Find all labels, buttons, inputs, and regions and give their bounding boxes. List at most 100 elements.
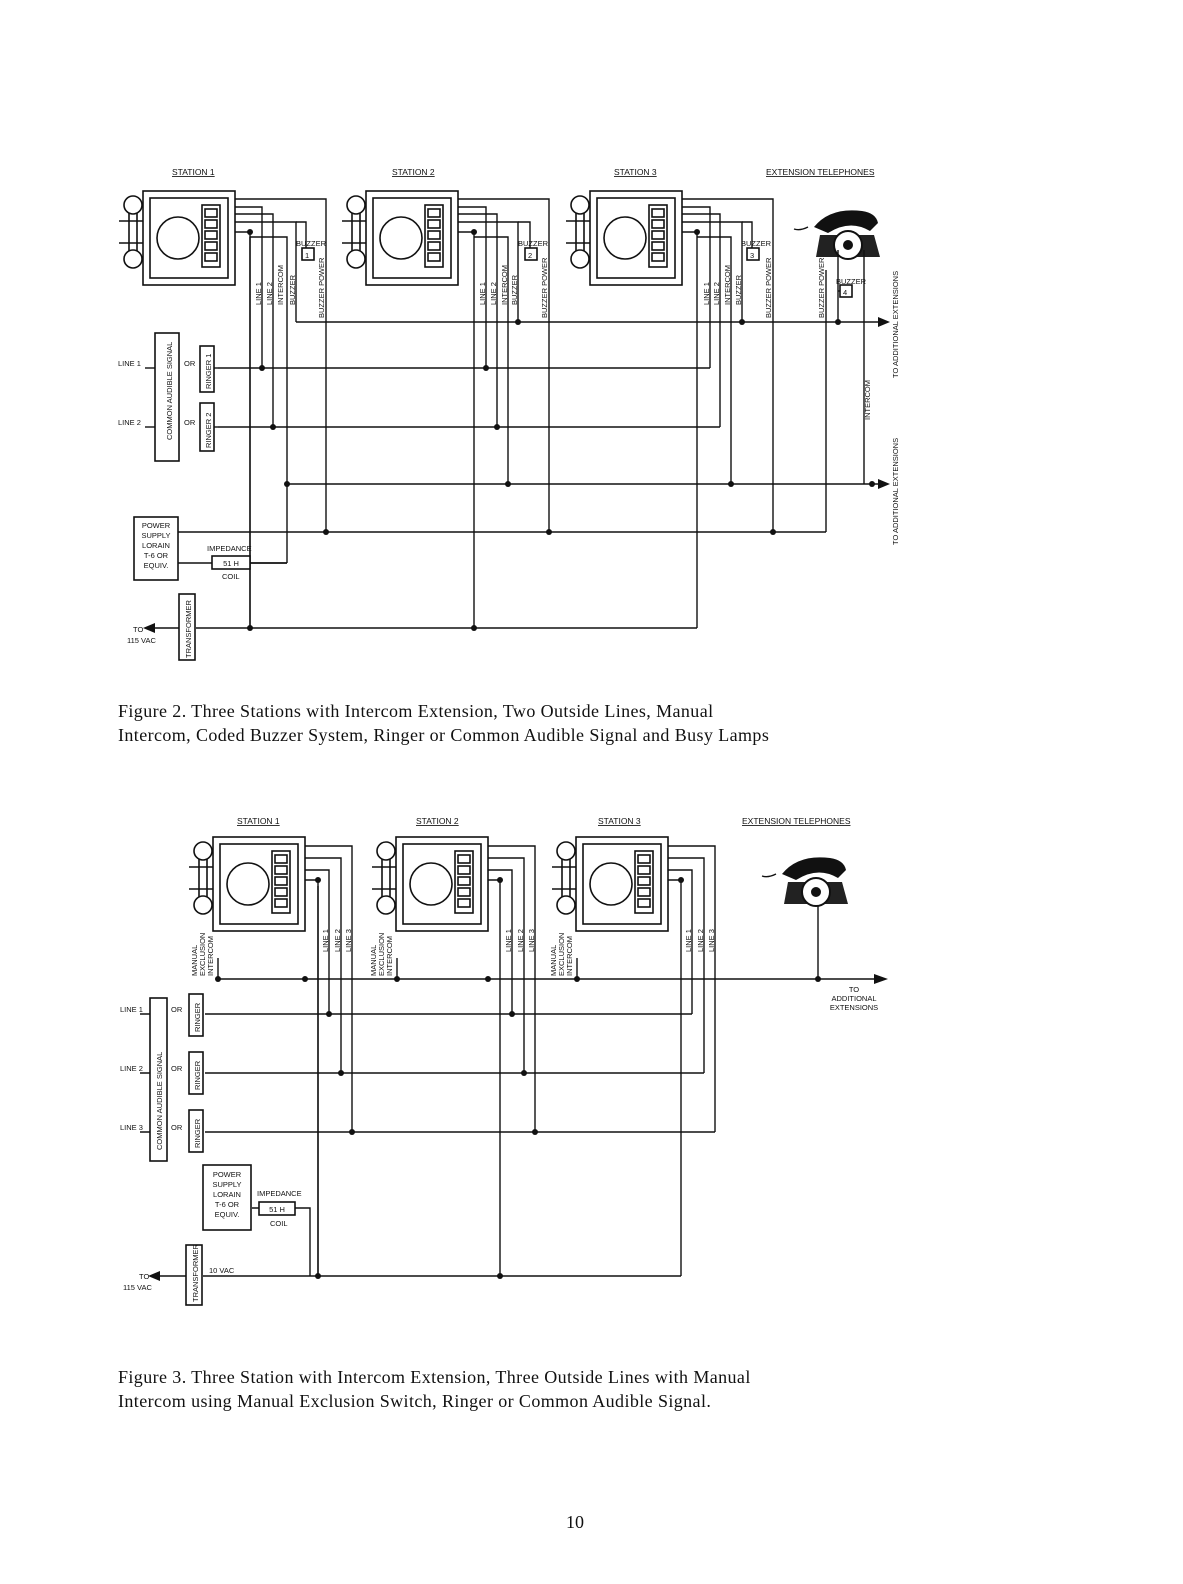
fig2-extension-telephone-icon <box>793 209 881 260</box>
fig3-common-audible-signal-label: COMMON AUDIBLE SIGNAL <box>155 1052 164 1150</box>
fig2-buzzer3-number: 3 <box>750 251 754 260</box>
fig2-ringer1-label: RINGER 1 <box>204 354 213 389</box>
fig3-s1-switch-1: MANUAL <box>190 945 199 976</box>
fig2-buzzer2-number: 2 <box>528 251 532 260</box>
fig2-ext-buzzer-power-label: BUZZER POWER <box>817 257 826 318</box>
fig3-transformer-label: TRANSFORMER <box>191 1244 200 1303</box>
fig3-ringer2-box <box>188 1051 204 1095</box>
fig3-header-extensions: EXTENSION TELEPHONES <box>742 816 851 826</box>
fig3-coil-box <box>258 1201 296 1216</box>
fig2-buzzer3-label: BUZZER <box>741 239 772 248</box>
fig3-s2-line2: LINE 2 <box>516 929 525 952</box>
fig3-s3-switch-3: INTERCOM <box>565 936 574 976</box>
fig2-ringer2-label: RINGER 2 <box>204 413 213 448</box>
fig3-s2-line3: LINE 3 <box>527 929 536 952</box>
fig2-ps-1: POWER <box>142 521 171 530</box>
figure-2-caption-line1: Figure 2. Three Stations with Intercom E… <box>118 701 714 721</box>
fig2-station3-wiring <box>682 198 774 628</box>
fig3-ringer2-label: RINGER <box>193 1060 202 1090</box>
figure-3-caption: Figure 3. Three Station with Intercom Ex… <box>118 1365 751 1413</box>
fig3-input-line2: LINE 2 <box>120 1064 143 1073</box>
fig3-s1-switch-3: INTERCOM <box>206 936 215 976</box>
fig3-transformer-box <box>185 1244 203 1306</box>
fig3-coil-label: COIL <box>270 1219 288 1228</box>
fig2-header-extensions: EXTENSION TELEPHONES <box>766 167 875 177</box>
figure-3-caption-line2: Intercom using Manual Exclusion Switch, … <box>118 1391 712 1411</box>
fig2-buzzer4-label: BUZZER <box>836 277 867 286</box>
fig2-coil-value: 51 H <box>223 559 239 568</box>
fig3-s2-switch-3: INTERCOM <box>385 936 394 976</box>
fig3-or-1: OR <box>171 1005 183 1014</box>
fig2-s2-line1-label: LINE 1 <box>478 282 487 305</box>
fig2-or-1: OR <box>184 359 196 368</box>
fig2-s3-intercom-label: INTERCOM <box>723 265 732 305</box>
fig2-to-additional-2: TO ADDITIONAL EXTENSIONS <box>891 438 900 545</box>
fig3-ps-2: SUPPLY <box>212 1180 241 1189</box>
fig2-to-additional-1: TO ADDITIONAL EXTENSIONS <box>891 271 900 378</box>
fig3-s3-switch-2: EXCLUSION <box>557 933 566 976</box>
fig2-station1-keyset <box>118 190 236 286</box>
fig2-power-supply-box <box>133 516 179 581</box>
fig2-s1-intercom-label: INTERCOM <box>276 265 285 305</box>
fig2-impedance-label: IMPEDANCE <box>207 544 252 553</box>
fig2-buzzer1-label: BUZZER <box>296 239 327 248</box>
fig3-s3-line1: LINE 1 <box>684 929 693 952</box>
fig2-s2-intercom-label: INTERCOM <box>500 265 509 305</box>
fig2-s1-buzzer-power-label: BUZZER POWER <box>317 257 326 318</box>
fig3-impedance-label: IMPEDANCE <box>257 1189 302 1198</box>
fig2-s3-buzzer-power-label: BUZZER POWER <box>764 257 773 318</box>
fig2-station2-keyset <box>341 190 459 286</box>
figure-3: STATION 1 STATION 2 STATION 3 EXTENSION … <box>120 816 888 1306</box>
figure-2: STATION 1 STATION 2 STATION 3 EXTENSION … <box>118 167 900 661</box>
fig2-s2-line2-label: LINE 2 <box>489 282 498 305</box>
fig2-header-station2: STATION 2 <box>392 167 435 177</box>
fig3-ps-5: EQUIV. <box>215 1210 240 1219</box>
fig3-s3-line3: LINE 3 <box>707 929 716 952</box>
fig3-s3-line2: LINE 2 <box>696 929 705 952</box>
fig2-common-audible-signal-box <box>154 332 180 462</box>
fig3-s2-line1: LINE 1 <box>504 929 513 952</box>
fig2-ac-in-1: TO <box>133 625 143 634</box>
fig3-or-3: OR <box>171 1123 183 1132</box>
page-number: 10 <box>566 1512 584 1532</box>
fig3-header-station3: STATION 3 <box>598 816 641 826</box>
fig2-coil-label: COIL <box>222 572 240 581</box>
figure-2-caption-line2: Intercom, Coded Buzzer System, Ringer or… <box>118 725 770 745</box>
fig2-transformer-box <box>178 593 196 661</box>
fig2-s2-buzzer-label: BUZZER <box>510 274 519 305</box>
fig2-input-line1: LINE 1 <box>118 359 141 368</box>
fig2-s2-buzzer-power-label: BUZZER POWER <box>540 257 549 318</box>
fig2-header-station3: STATION 3 <box>614 167 657 177</box>
fig3-input-line1: LINE 1 <box>120 1005 143 1014</box>
fig3-ringer1-box <box>188 993 204 1037</box>
fig3-ac-in-2: 115 VAC <box>123 1283 152 1292</box>
fig3-ac-out: 10 VAC <box>209 1266 235 1275</box>
fig3-or-2: OR <box>171 1064 183 1073</box>
fig3-header-station2: STATION 2 <box>416 816 459 826</box>
fig3-to-additional-1: TO <box>849 985 859 994</box>
fig3-station1-keyset <box>188 836 306 932</box>
fig3-input-line3: LINE 3 <box>120 1123 143 1132</box>
fig3-ringer1-label: RINGER <box>193 1002 202 1032</box>
fig3-to-additional-2: ADDITIONAL <box>831 994 876 1003</box>
fig2-bus-lines <box>178 237 890 631</box>
fig2-or-2: OR <box>184 418 196 427</box>
fig3-s2-switch-2: EXCLUSION <box>377 933 386 976</box>
fig2-buzzer2-label: BUZZER <box>518 239 549 248</box>
fig2-buzzer1-number: 1 <box>305 251 309 260</box>
fig3-station2-keyset <box>371 836 489 932</box>
fig3-bus-lines <box>203 958 888 1279</box>
fig2-s1-line1-label: LINE 1 <box>254 282 263 305</box>
fig2-ps-5: EQUIV. <box>144 561 169 570</box>
fig2-s1-line2-label: LINE 2 <box>265 282 274 305</box>
fig3-to-additional-3: EXTENSIONS <box>830 1003 878 1012</box>
fig3-ringer3-label: RINGER <box>193 1118 202 1148</box>
fig3-ps-4: T-6 OR <box>215 1200 240 1209</box>
fig2-common-audible-signal-label: COMMON AUDIBLE SIGNAL <box>165 342 174 440</box>
fig2-ps-4: T-6 OR <box>144 551 169 560</box>
fig3-s1-switch-2: EXCLUSION <box>198 933 207 976</box>
fig3-ac-in-1: TO <box>139 1272 149 1281</box>
fig3-ps-1: POWER <box>213 1170 242 1179</box>
fig3-s1-line3: LINE 3 <box>344 929 353 952</box>
